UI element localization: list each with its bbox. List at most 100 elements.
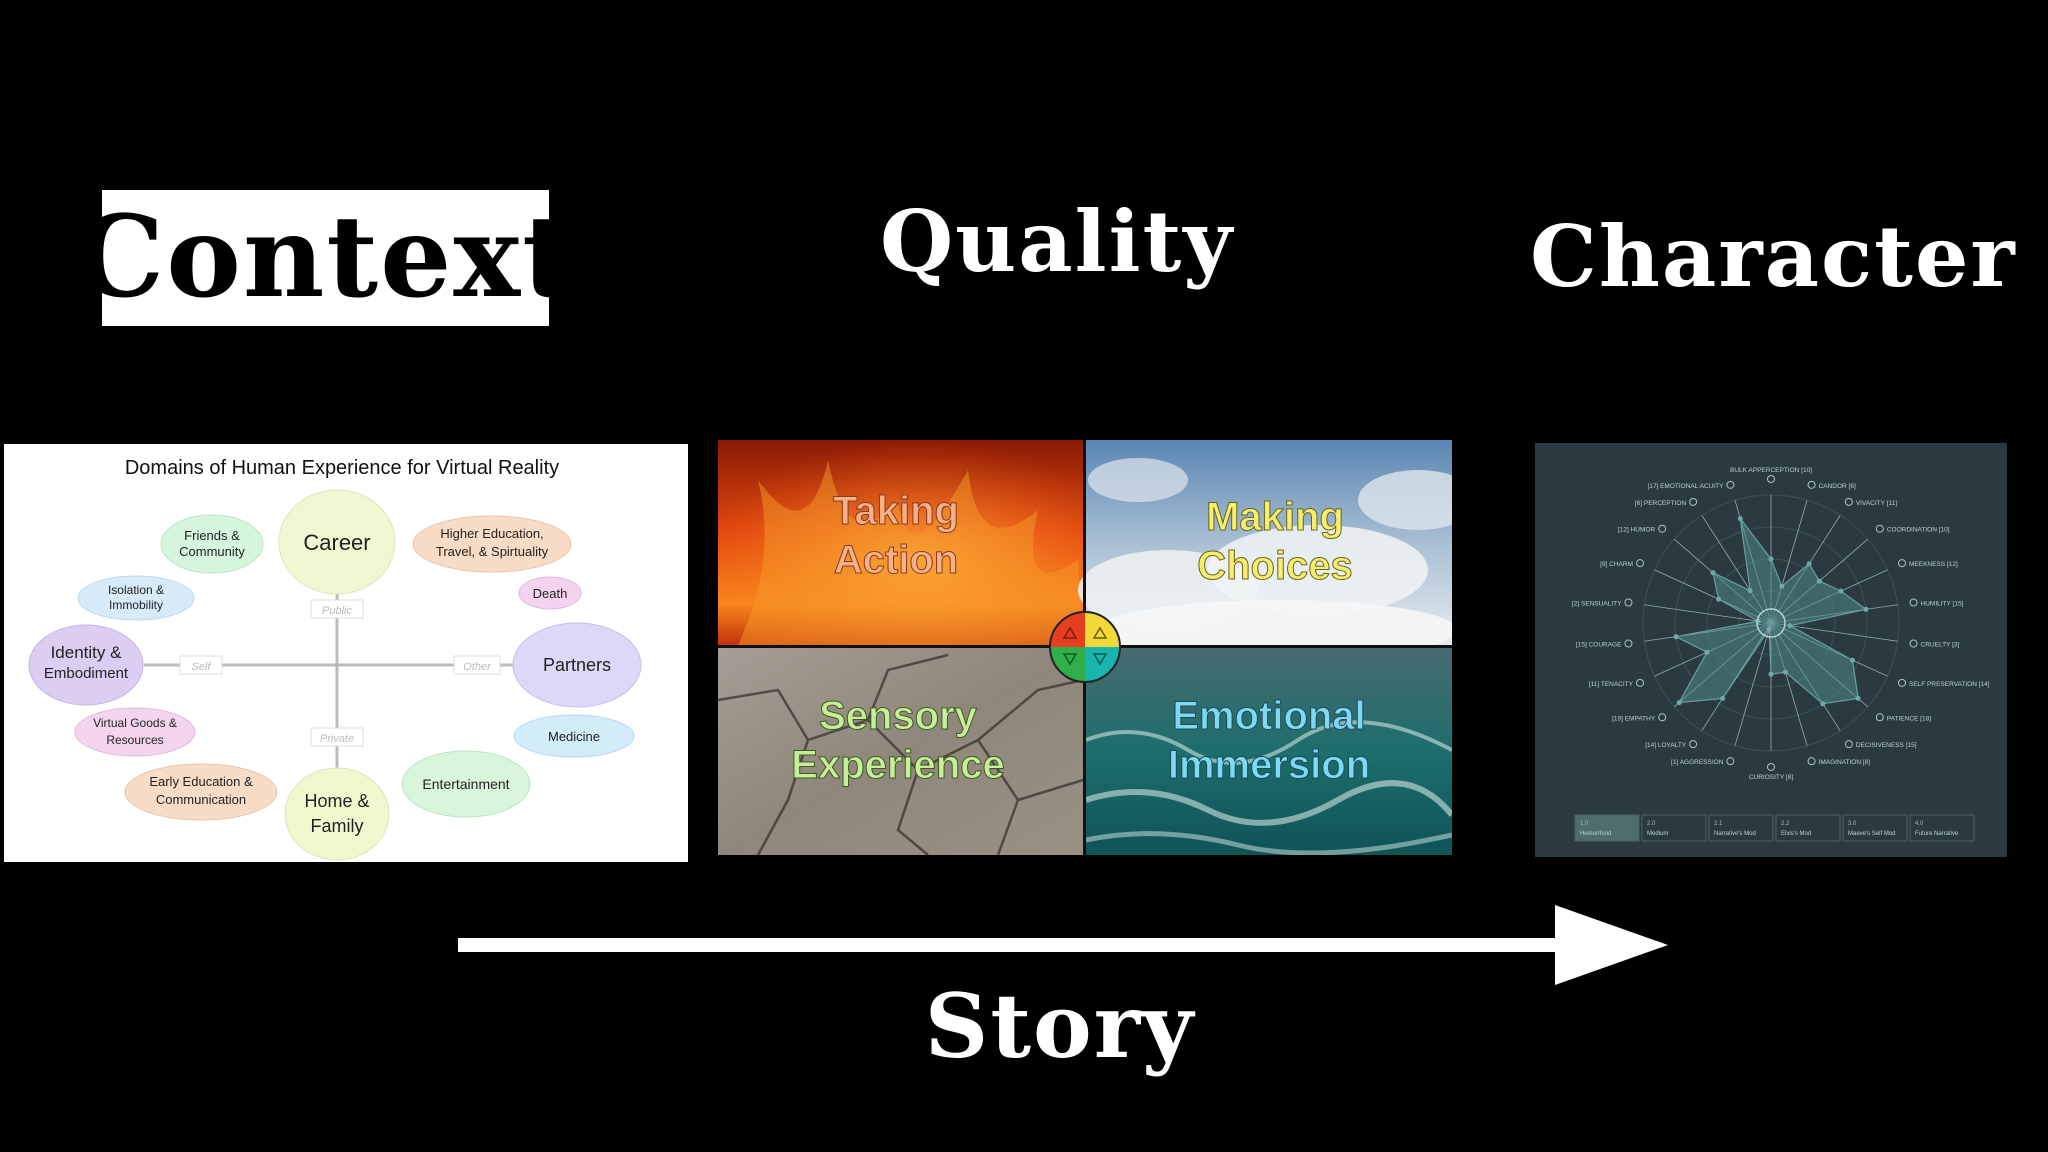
radar-point: [1676, 700, 1682, 706]
radar-axis-label: CRUELTY [3]: [1921, 641, 1960, 648]
node-isolation-immobility: Isolation & Immobility: [77, 575, 195, 621]
svg-text:Resources: Resources: [106, 733, 163, 747]
story-heading: Story: [924, 974, 1196, 1078]
axis-label-public: Public: [322, 605, 352, 617]
radar-tab-label: Elvis's Mod: [1781, 831, 1811, 837]
svg-text:Embodiment: Embodiment: [44, 665, 129, 682]
radar-axis-marker: [1726, 757, 1735, 766]
radar-shape: [1673, 516, 1869, 707]
radar-point: [1838, 588, 1844, 594]
radar-axis-label: [11] TENACITY: [1589, 681, 1634, 688]
radar-axis-label: COORDINATION [10]: [1887, 527, 1950, 534]
svg-text:Home &: Home &: [304, 791, 369, 811]
radar-axis-label: IMAGINATION [8]: [1819, 759, 1871, 766]
radar-axis-label: CURIOSITY [8]: [1749, 774, 1794, 781]
node-medicine: Medicine: [513, 714, 635, 758]
node-friends-community: Friends & Community: [160, 514, 264, 574]
radar-axis-label: [6] PERCEPTION: [1635, 500, 1687, 507]
radar-point: [1768, 671, 1774, 677]
radar-spoke: [1734, 622, 1772, 746]
radar-tab-label: Narrative's Mod: [1714, 831, 1756, 837]
node-identity-embodiment: Identity & Embodiment: [28, 624, 144, 706]
radar-point: [1720, 695, 1726, 701]
node-virtual-goods: Virtual Goods & Resources: [74, 707, 196, 757]
sensory-line1: Sensory: [819, 694, 978, 738]
domains-diagram: Domains of Human Experience for Virtual …: [28, 457, 642, 861]
character-radar-panel: BULK APPERCEPTION [10] CANDOR [6] VIVACITY…: [1535, 443, 2007, 857]
radar-axis-label: [19] EMPATHY: [1612, 715, 1656, 722]
svg-text:Immobility: Immobility: [109, 598, 163, 612]
radar-axis-label: [2] SENSUALITY: [1572, 601, 1622, 608]
radar-point: [1850, 657, 1855, 663]
svg-text:Community: Community: [179, 544, 245, 559]
radar-axis-marker: [1767, 763, 1775, 771]
radar-tab-number: 4.0: [1915, 821, 1924, 827]
node-higher-education: Higher Education, Travel, & Spirtuality: [412, 515, 572, 573]
quality-heading: Quality: [880, 192, 1235, 291]
radar-point: [1787, 623, 1793, 629]
quality-quadrants: Taking Action Making Choices Sensory Exp…: [717, 440, 1478, 856]
radar-axis-label: CANDOR [6]: [1819, 483, 1856, 490]
node-early-education: Early Education & Communication: [124, 763, 278, 821]
quadrant-taking-action: Taking Action: [718, 440, 1083, 645]
node-home-family: Home & Family: [284, 767, 390, 861]
quadrant-making-choices: Making Choices: [1078, 440, 1478, 660]
svg-text:Career: Career: [303, 530, 370, 555]
domains-diagram-panel: Domains of Human Experience for Virtual …: [4, 444, 688, 862]
radar-spoke: [1644, 604, 1772, 624]
character-radar-chart: BULK APPERCEPTION [10] CANDOR [6] VIVACITY…: [1572, 467, 1990, 842]
radar-point: [1737, 516, 1743, 522]
story-arrow-icon: [458, 905, 1668, 985]
context-heading: Context: [75, 190, 574, 326]
radar-axis-marker: [1636, 678, 1645, 687]
radar-axis-label: SELF PRESERVATION [14]: [1909, 681, 1990, 688]
radar-axis-label: VIVACITY [11]: [1856, 500, 1897, 507]
making-choices-line1: Making: [1206, 495, 1344, 539]
svg-text:Partners: Partners: [543, 655, 611, 675]
node-entertainment: Entertainment: [401, 750, 531, 818]
radar-tab-number: 3.0: [1848, 821, 1857, 827]
radar-axis-label: BULK APPERCEPTION [10]: [1730, 467, 1812, 474]
node-death: Death: [518, 576, 582, 610]
radar-axis-marker: [1807, 757, 1816, 766]
taking-action-line1: Taking: [833, 489, 959, 533]
radar-axis-marker: [1726, 480, 1735, 489]
radar-axis-marker: [1875, 524, 1884, 533]
radar-axis-marker: [1767, 475, 1775, 483]
taking-action-line2: Action: [834, 538, 958, 582]
radar-axis-marker: [1624, 598, 1633, 607]
radar-axis-label: DECISIVENESS [15]: [1856, 742, 1917, 749]
svg-text:Travel, & Spirtuality: Travel, & Spirtuality: [436, 544, 549, 559]
radar-point: [1747, 588, 1753, 594]
radar-axis-label: [9] CHARM: [1600, 561, 1633, 568]
radar-center: [1756, 608, 1786, 638]
radar-axis-label: HUMILITY [15]: [1921, 601, 1964, 608]
radar-axis-marker: [1875, 713, 1884, 722]
radar-point: [1855, 695, 1861, 701]
radar-point: [1820, 701, 1826, 707]
radar-tab-number: 1.0: [1580, 821, 1589, 827]
quality-quadrants-panel: Taking Action Making Choices Sensory Exp…: [717, 440, 1478, 856]
radar-axis-label: [1] AGGRESSION: [1671, 759, 1724, 766]
quadrant-emotional-immersion: Emotional Immersion: [1085, 648, 1455, 856]
svg-text:Entertainment: Entertainment: [422, 776, 509, 792]
radar-axis-label: [12] HUMOR: [1618, 527, 1656, 534]
radar-axis-marker: [1689, 740, 1698, 749]
radar-point: [1768, 556, 1774, 562]
sensory-line2: Experience: [791, 743, 1004, 787]
radar-axis-marker: [1909, 598, 1918, 607]
radar-point: [1863, 606, 1869, 612]
radar-axis-marker: [1844, 497, 1853, 506]
radar-axis-marker: [1807, 480, 1816, 489]
emotional-line2: Immersion: [1168, 743, 1370, 787]
emotional-line1: Emotional: [1172, 694, 1365, 738]
svg-text:Virtual Goods &: Virtual Goods &: [93, 716, 177, 730]
radar-tab-label: Medium: [1647, 831, 1668, 837]
